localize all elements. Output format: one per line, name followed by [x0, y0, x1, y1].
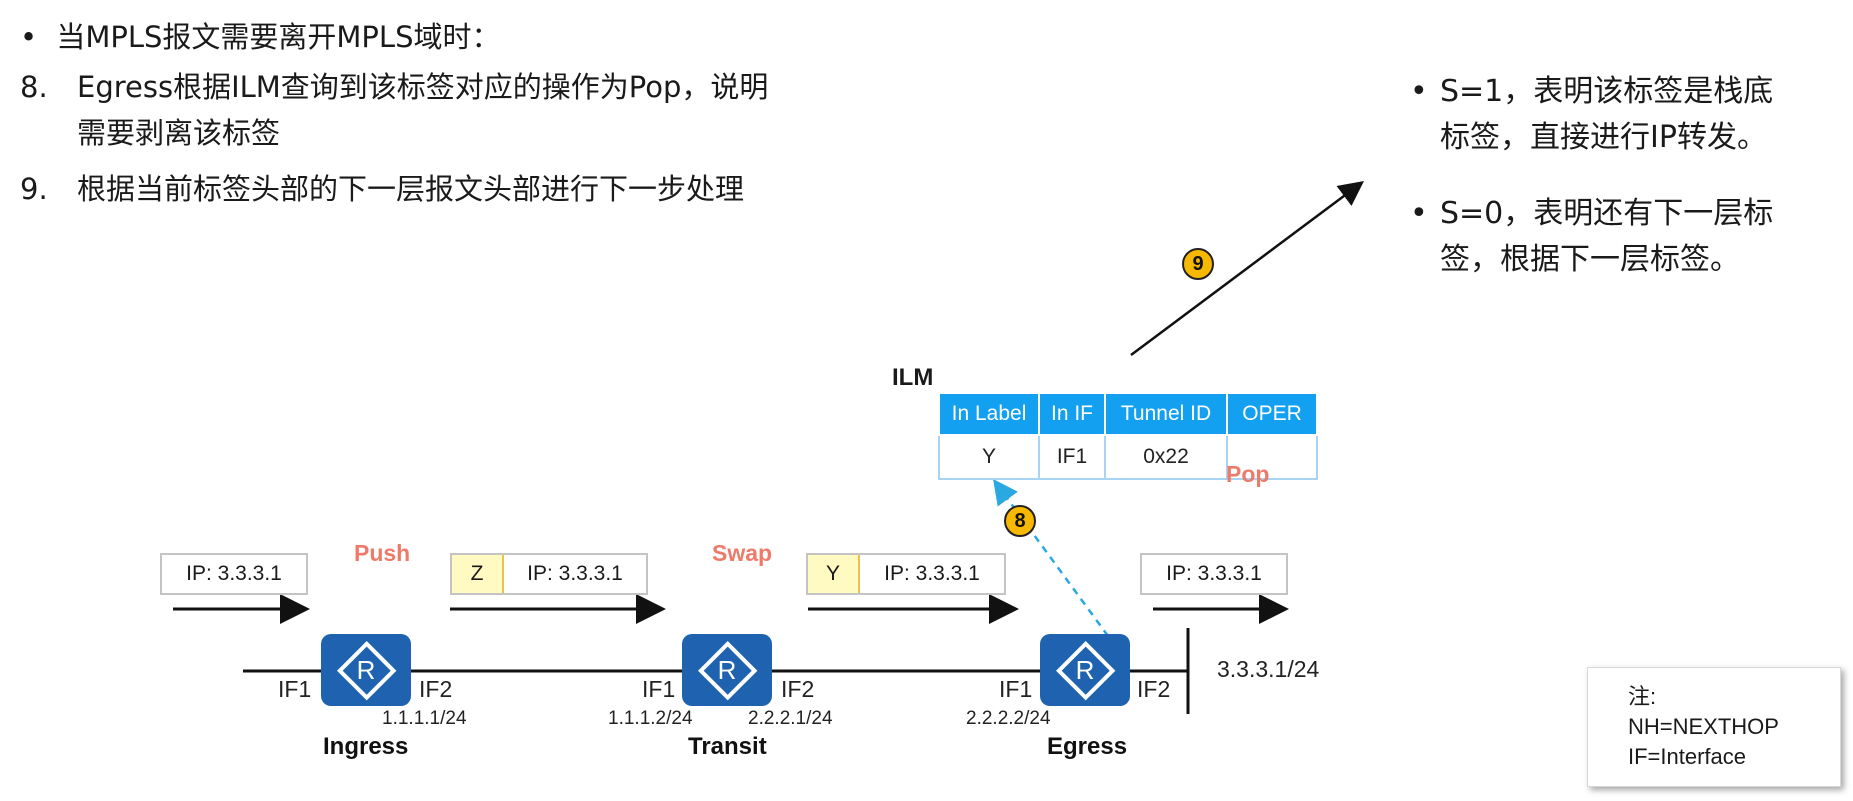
step-text-line2: 需要剥离该标签 — [77, 116, 281, 150]
transit-if2: IF2 — [781, 676, 815, 702]
ilm-cell-oper — [1226, 434, 1318, 480]
router-name-transit: Transit — [688, 733, 767, 760]
packet-ip-text: IP: 3.3.3.1 — [884, 562, 980, 585]
ilm-header-in-label: In Label — [938, 392, 1040, 436]
ilm-table: In Label In IF Tunnel ID OPER Y IF1 0x22 — [938, 392, 1318, 480]
ilm-header-oper: OPER — [1226, 392, 1318, 436]
packet-ip: IP: 3.3.3.1 — [1140, 553, 1288, 595]
note-title: 注: — [1628, 684, 1657, 709]
destination-network: 3.3.3.1/24 — [1217, 656, 1320, 682]
note-line2: IF=Interface — [1628, 744, 1747, 769]
transit-if1-address: 1.1.1.2/24 — [608, 708, 693, 729]
bullet-line2: 标签，直接进行IP转发。 — [1440, 120, 1767, 155]
mpls-label: Z — [452, 555, 504, 593]
bullet: • — [1410, 196, 1428, 231]
router-egress: R — [1040, 634, 1130, 706]
ilm-title: ILM — [892, 364, 934, 391]
bullet: • — [20, 20, 38, 54]
ingress-if1: IF1 — [278, 676, 312, 702]
router-icon: R — [698, 641, 758, 701]
ilm-cell-tunnel-id: 0x22 — [1104, 434, 1228, 480]
note-line1: NH=NEXTHOP — [1628, 714, 1779, 739]
packet-labeled-y: Y IP: 3.3.3.1 — [806, 553, 1006, 595]
forward-arrow — [1130, 181, 1365, 357]
router-name-egress: Egress — [1047, 733, 1128, 760]
right-bullet-s1: • S=1，表明该标签是栈底 标签，直接进行IP转发。 — [1410, 64, 1850, 164]
svg-text:R: R — [357, 655, 376, 685]
router-icon: R — [337, 641, 397, 701]
swap-label: Swap — [712, 540, 773, 566]
router-name-ingress: Ingress — [323, 733, 409, 760]
ilm-cell-in-label: Y — [938, 434, 1040, 480]
router-icon: R — [1056, 641, 1116, 701]
transit-if2-address: 2.2.2.1/24 — [748, 708, 833, 729]
packet-ip-text: IP: 3.3.3.1 — [527, 562, 623, 585]
bullet-line2: 签，根据下一层标签。 — [1440, 242, 1740, 277]
step-9-badge: 9 — [1182, 248, 1214, 280]
router-ingress: R — [321, 634, 411, 706]
packet-labeled-z: Z IP: 3.3.3.1 — [450, 553, 648, 595]
step-number: 8. — [20, 70, 48, 104]
transit-if1: IF1 — [642, 676, 676, 702]
legend-note: 注: NH=NEXTHOP IF=Interface — [1587, 667, 1841, 787]
step-9: 9. 根据当前标签头部的下一层报文头部进行下一步处理 — [20, 162, 920, 216]
pop-label: Pop — [1226, 461, 1270, 487]
step-8: 8. Egress根据ILM查询到该标签对应的操作为Pop，说明 需要剥离该标签 — [20, 60, 920, 170]
right-bullet-s0: • S=0，表明还有下一层标 签，根据下一层标签。 — [1410, 186, 1850, 286]
egress-if1: IF1 — [999, 676, 1033, 702]
push-label: Push — [354, 540, 411, 566]
bullet-line1: S=1，表明该标签是栈底 — [1440, 74, 1774, 109]
mpls-label: Y — [808, 555, 860, 593]
step-text-line1: 根据当前标签头部的下一层报文头部进行下一步处理 — [77, 172, 745, 206]
packet-ip-text: IP: 3.3.3.1 — [186, 562, 282, 585]
ingress-if2-address: 1.1.1.1/24 — [382, 708, 467, 729]
egress-if1-address: 2.2.2.2/24 — [966, 708, 1051, 729]
packet-ip-text: IP: 3.3.3.1 — [1166, 562, 1262, 585]
ingress-if2: IF2 — [419, 676, 453, 702]
title-text: 当MPLS报文需要离开MPLS域时： — [56, 20, 501, 54]
slide-title: • 当MPLS报文需要离开MPLS域时： — [20, 14, 500, 56]
egress-if2: IF2 — [1137, 676, 1171, 702]
svg-text:R: R — [718, 655, 737, 685]
ilm-cell-in-if: IF1 — [1038, 434, 1106, 480]
router-transit: R — [682, 634, 772, 706]
ilm-header-in-if: In IF — [1038, 392, 1106, 436]
step-number: 9. — [20, 172, 48, 206]
bullet-line1: S=0，表明还有下一层标 — [1440, 196, 1774, 231]
ilm-header-tunnel-id: Tunnel ID — [1104, 392, 1228, 436]
packet-ip: IP: 3.3.3.1 — [160, 553, 308, 595]
bullet: • — [1410, 74, 1428, 109]
svg-text:R: R — [1076, 655, 1095, 685]
step-text-line1: Egress根据ILM查询到该标签对应的操作为Pop，说明 — [77, 70, 769, 104]
step-8-badge: 8 — [1004, 505, 1036, 537]
